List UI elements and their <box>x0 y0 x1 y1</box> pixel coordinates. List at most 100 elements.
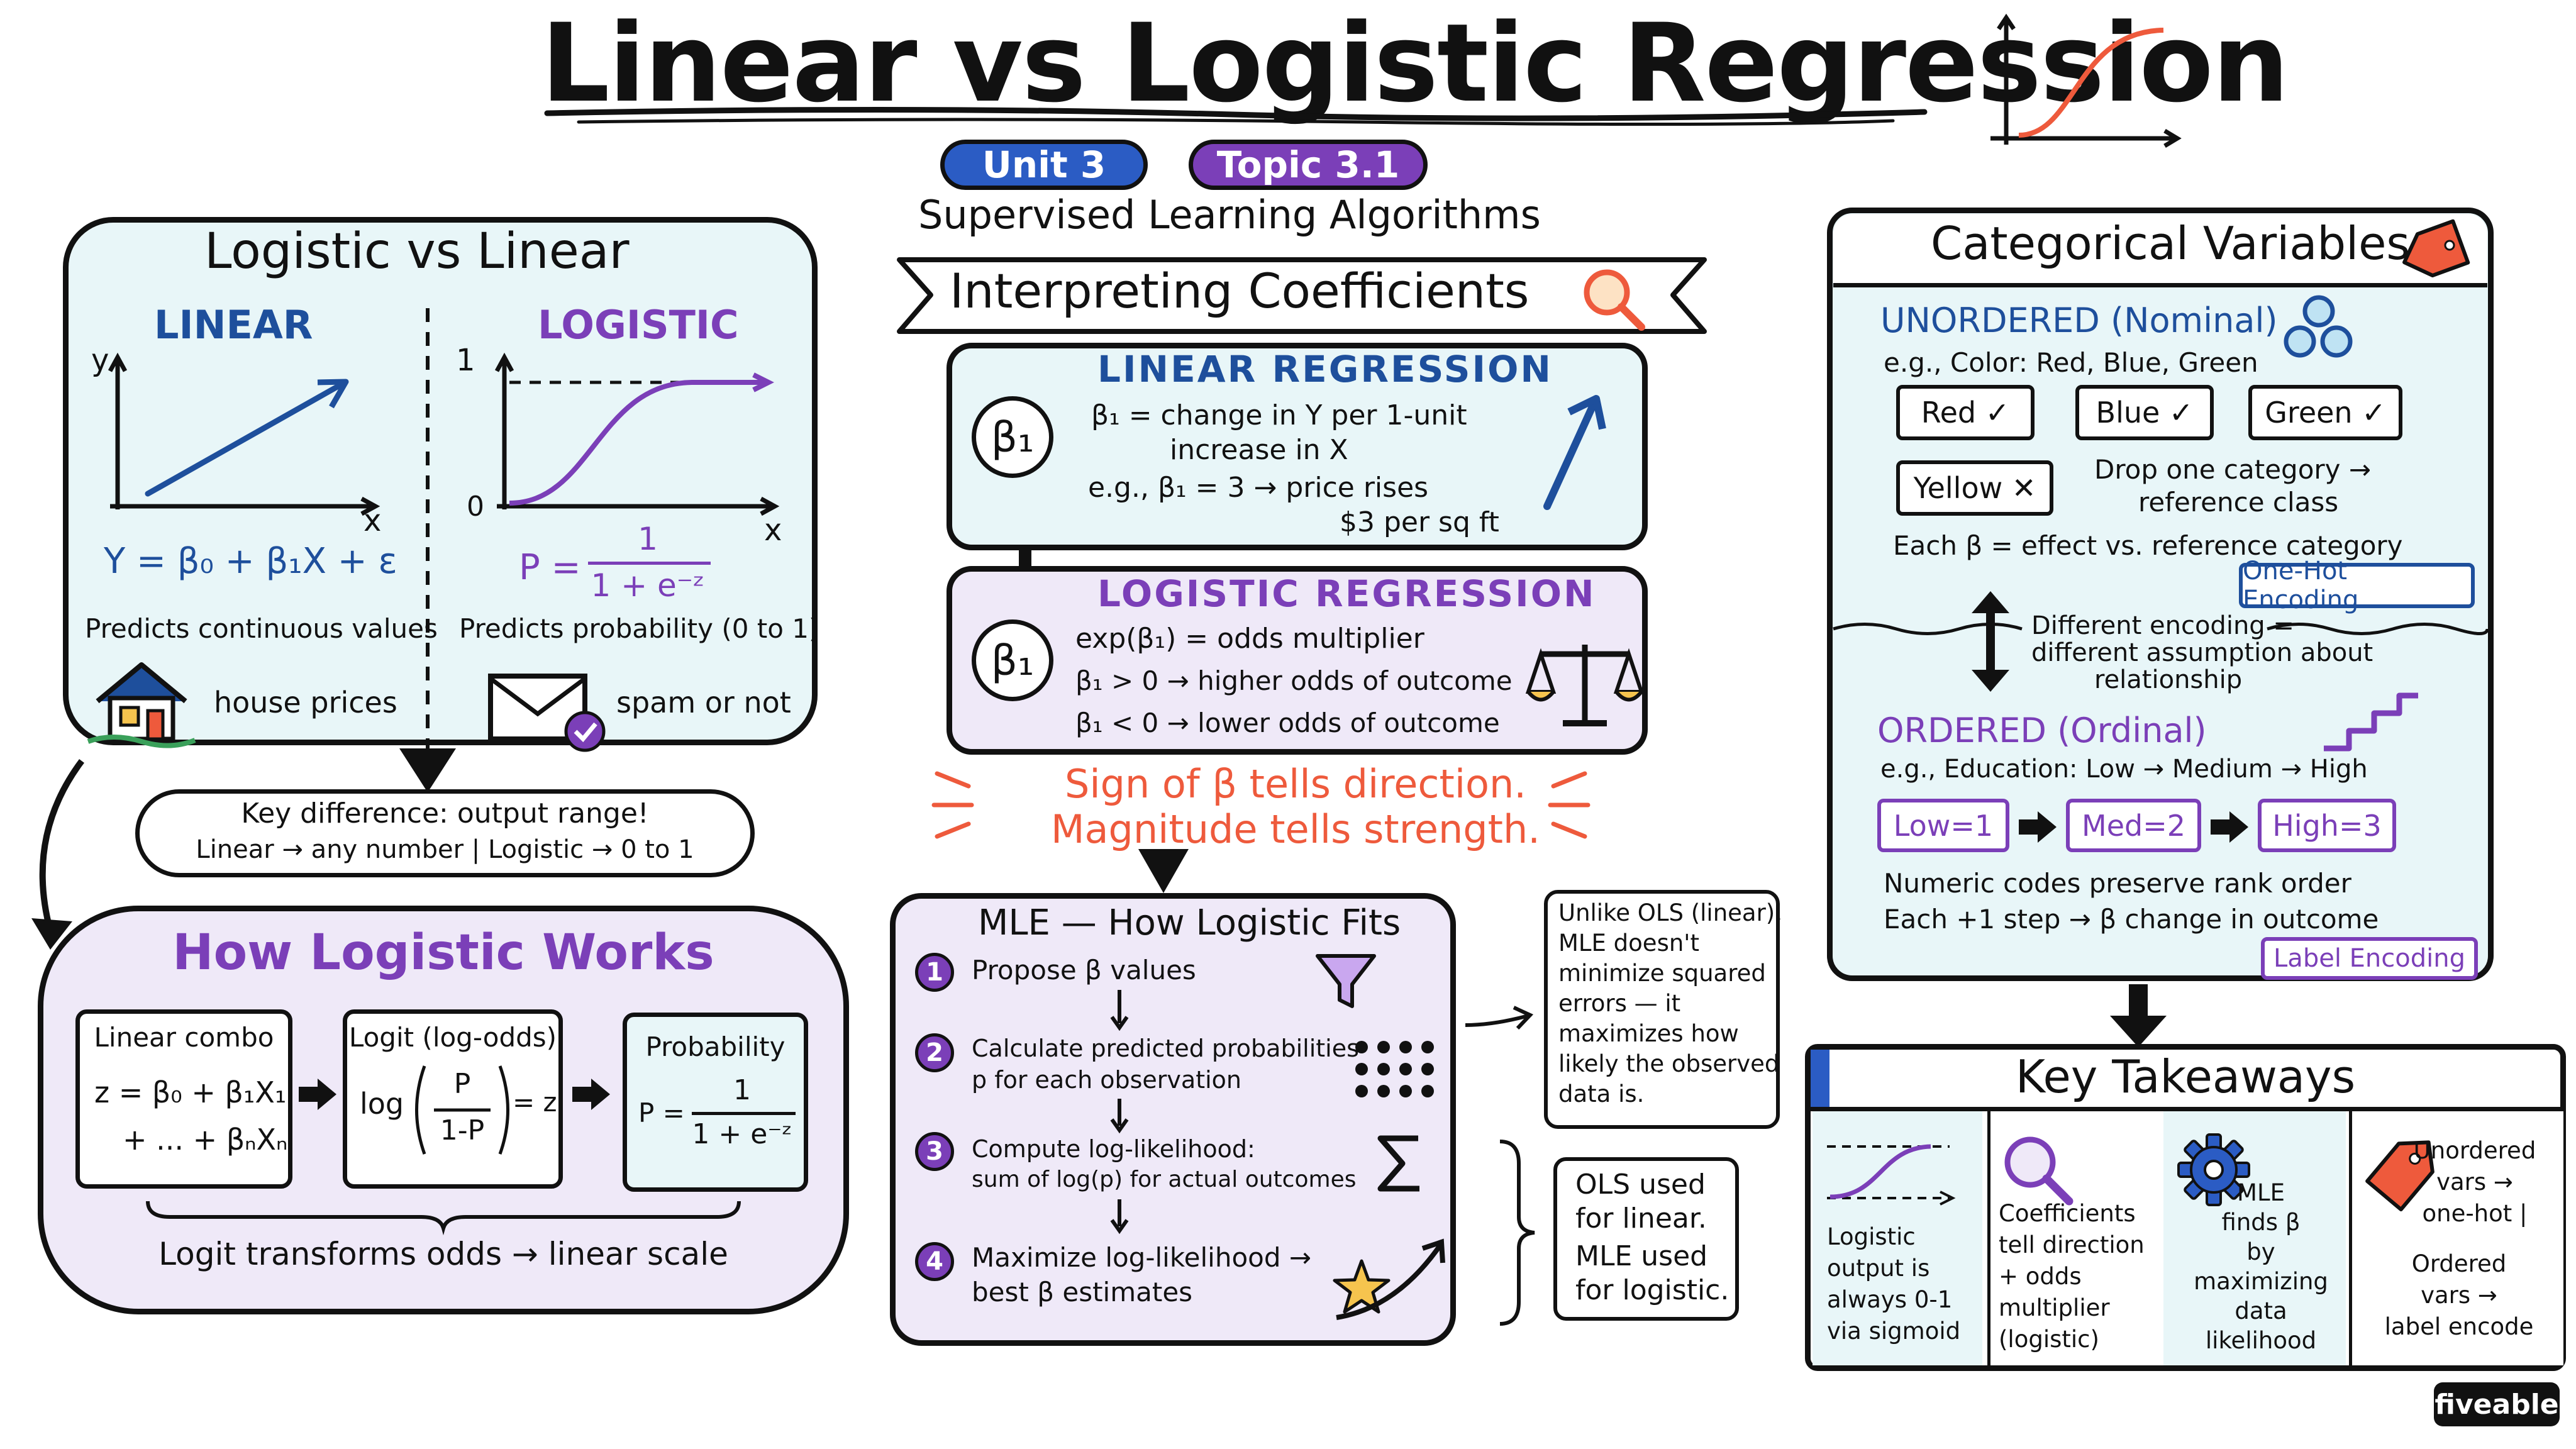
mle-step-4-number: 4 <box>915 1242 954 1281</box>
subtitle: Supervised Learning Algorithms <box>918 192 1541 238</box>
logit-top: P <box>453 1068 471 1100</box>
logistic-y-zero: 0 <box>467 491 484 523</box>
takeaway-3-line-3: by <box>2246 1238 2275 1265</box>
logit-log: log <box>360 1087 404 1121</box>
up-arrow-icon <box>1543 395 1606 510</box>
step-arrow-1 <box>1110 990 1129 1031</box>
note-line-7: data is. <box>1558 1080 1645 1108</box>
takeaway-4-line-1: Unordered <box>2413 1137 2536 1164</box>
key-difference-bubble <box>135 789 755 877</box>
mle-step-3-subtext: sum of log(p) for actual outcomes <box>972 1167 1357 1192</box>
ols-brace <box>1499 1140 1535 1326</box>
takeaway-4-line-5: vars → <box>2421 1282 2497 1309</box>
arrow-logit-to-prob <box>572 1079 610 1110</box>
chip-med: Med=2 <box>2066 799 2201 852</box>
takeaway-4-line-2: vars → <box>2436 1169 2513 1196</box>
key-difference-line2: Linear → any number | Logistic → 0 to 1 <box>196 835 694 864</box>
search-icon <box>1584 269 1645 331</box>
unordered-example: e.g., Color: Red, Blue, Green <box>1884 347 2258 378</box>
takeaway-3-line-5: data <box>2235 1297 2287 1324</box>
linear-formula: Y = β₀ + β₁X + ε <box>104 541 397 582</box>
linear-coef-line2: increase in X <box>1170 434 1348 466</box>
diff-line1: Different encoding = <box>2031 611 2294 640</box>
star-rising-icon <box>1333 1238 1445 1320</box>
linear-combo-box <box>75 1009 292 1189</box>
arrow-low-med <box>2019 811 2057 843</box>
takeaway-4-line-6: label encode <box>2384 1313 2534 1340</box>
logistic-x-axis-label: x <box>764 513 782 548</box>
linear-coef-line3: e.g., β₁ = 3 → price rises <box>1088 472 1429 504</box>
logistic-regression-title: LOGISTIC REGRESSION <box>1097 572 1596 615</box>
logistic-label: LOGISTIC <box>538 302 739 348</box>
ols-mle-summary <box>1553 1157 1739 1321</box>
takeaway-3-line-6: likelihood <box>2205 1327 2317 1354</box>
probability-frac-bar <box>692 1112 796 1115</box>
logistic-frac-bottom: 1 + e⁻ᶻ <box>591 567 705 604</box>
chip-green: Green ✓ <box>2248 385 2402 440</box>
curved-arrow-left <box>31 759 85 950</box>
down-arrow-left <box>399 748 456 792</box>
logit-bottom: 1-P <box>440 1114 485 1146</box>
each-beta-line: Each β = effect vs. reference category <box>1893 530 2403 561</box>
takeaway-col-1 <box>1813 1111 1982 1365</box>
mle-step-2-subtext: p for each observation <box>972 1066 1241 1094</box>
mle-title: MLE — How Logistic Fits <box>978 902 1401 943</box>
mle-step-3-number: 3 <box>915 1132 954 1171</box>
ols-line-1: OLS used <box>1575 1169 1706 1201</box>
probability-box <box>623 1013 808 1192</box>
logistic-example: spam or not <box>616 686 791 719</box>
takeaway-col-4 <box>2349 1111 2563 1365</box>
takeaway-3-line-4: maximizing <box>2194 1268 2328 1295</box>
how-works-caption: Logit transforms odds → linear scale <box>158 1236 728 1272</box>
numeric-line1: Numeric codes preserve rank order <box>1884 868 2351 899</box>
logistic-coef-line1: exp(β₁) = odds multiplier <box>1075 623 1424 655</box>
takeaway-1-line-4: via sigmoid <box>1827 1318 1961 1345</box>
brand-logo: fiveable <box>2434 1382 2560 1426</box>
dot-grid-icon <box>1355 1041 1434 1097</box>
logistic-coef-line2: β₁ > 0 → higher odds of outcome <box>1075 665 1513 696</box>
mle-step-4-text: Maximize log-likelihood → <box>972 1242 1312 1273</box>
topic-badge: Topic 3.1 <box>1189 140 1428 190</box>
takeaway-3-line-1: MLE <box>2237 1179 2285 1206</box>
funnel-icon <box>1316 954 1376 1008</box>
ols-line-4: for logistic. <box>1575 1274 1729 1306</box>
linear-regression-title: LINEAR REGRESSION <box>1097 348 1553 391</box>
logit-eq: = z <box>513 1087 557 1118</box>
linear-combo-title: Linear combo <box>94 1022 274 1053</box>
sigmoid-logo-icon <box>1990 13 2182 148</box>
linear-label: LINEAR <box>154 302 313 348</box>
brand-logo-text: fiveable <box>2434 1388 2559 1421</box>
sigma-icon <box>1377 1135 1419 1192</box>
mle-step-2-number: 2 <box>915 1033 954 1072</box>
linear-combo-line2: + ... + βₙXₙ <box>123 1123 288 1157</box>
takeaways-header-line <box>1811 1107 2560 1111</box>
step-arrow-3 <box>1110 1199 1129 1235</box>
logistic-frac-top: 1 <box>638 521 658 557</box>
categorical-heading: Categorical Variables <box>1931 217 2410 270</box>
takeaway-3-line-2: finds β <box>2221 1209 2301 1236</box>
sigmoid-icon <box>1827 1144 1956 1206</box>
probability-top: 1 <box>733 1074 751 1106</box>
key-difference-line1: Key difference: output range! <box>241 797 649 830</box>
caption-brace <box>146 1201 741 1236</box>
beta-symbol-logistic: β₁ <box>991 636 1035 685</box>
diff-line3: relationship <box>2094 665 2243 694</box>
emphasis-marks-right <box>1548 771 1591 839</box>
note-line-1: Unlike OLS (linear), <box>1558 899 1782 926</box>
beta-circle-linear: β₁ <box>972 396 1053 478</box>
mle-step-1-number: 1 <box>915 953 954 992</box>
one-hot-encoding-badge: One-Hot Encoding <box>2239 557 2475 614</box>
logistic-desc: Predicts probability (0 to 1) <box>459 613 819 644</box>
beta-symbol-linear: β₁ <box>991 413 1035 462</box>
logistic-coef-line3: β₁ < 0 → lower odds of outcome <box>1075 708 1500 738</box>
tag-icon <box>2365 1140 2434 1212</box>
logistic-p-eq: P = <box>519 547 581 588</box>
takeaway-2-line-1: Coefficients <box>1999 1200 2136 1227</box>
categorical-heading-bar <box>1833 214 2487 287</box>
label-encoding-badge: Label Encoding <box>2261 937 2478 980</box>
panel-divider <box>426 308 430 748</box>
down-arrow-right <box>2110 984 2167 1047</box>
coefficients-banner-shape <box>897 257 1707 334</box>
page-title: Linear vs Logistic Regression <box>541 0 2289 126</box>
scale-icon <box>1525 645 1645 726</box>
